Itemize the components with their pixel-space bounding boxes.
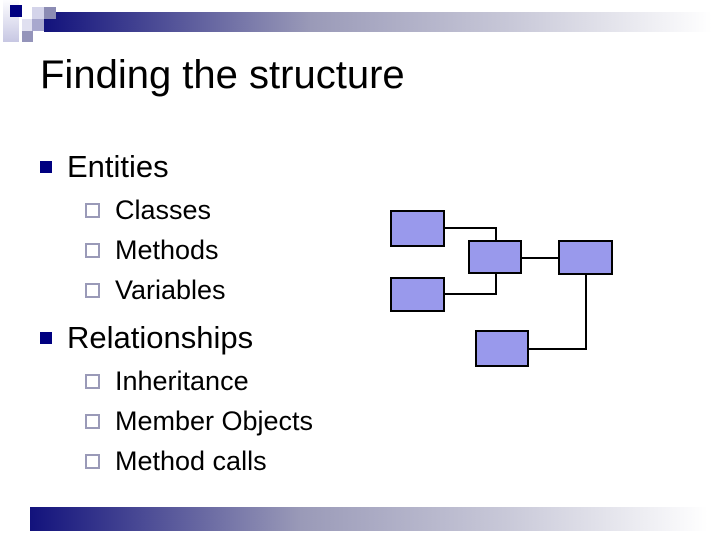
entity-box-lower-left — [390, 277, 445, 312]
bullet-square-outline-icon — [85, 202, 100, 218]
list-item-label: Relationships — [67, 320, 254, 355]
list-item-inheritance: Inheritance — [40, 361, 400, 401]
connector-line — [529, 348, 587, 350]
connector-line — [495, 227, 497, 241]
connector-line — [495, 274, 497, 295]
entity-box-bottom — [475, 330, 529, 367]
pixel-square-light-icon — [32, 7, 44, 19]
entity-box-top-left — [390, 210, 445, 247]
pixel-square-lavender-icon — [32, 19, 44, 31]
list-item-entities: Entities — [40, 144, 400, 190]
bullet-square-outline-icon — [85, 413, 100, 429]
list-item-variables: Variables — [40, 270, 400, 310]
bullet-square-outline-icon — [85, 453, 100, 469]
bullet-square-outline-icon — [85, 373, 100, 389]
list-item-label: Variables — [115, 274, 226, 305]
pixel-square-gray-icon — [22, 31, 33, 42]
structure-diagram — [385, 205, 635, 380]
bullet-square-icon — [40, 161, 52, 173]
bullet-square-icon — [40, 332, 52, 344]
pixel-square-navy-icon — [10, 5, 22, 17]
list-item-label: Member Objects — [115, 405, 314, 436]
list-item-label: Classes — [115, 194, 212, 225]
footer-gradient-bar — [30, 507, 708, 531]
bullet-square-outline-icon — [85, 242, 100, 258]
bullet-square-outline-icon — [85, 282, 100, 298]
page-title: Finding the structure — [40, 53, 405, 97]
entity-box-right — [558, 240, 613, 275]
connector-line — [445, 293, 497, 295]
connector-line — [522, 257, 558, 259]
list-item-label: Methods — [115, 234, 219, 265]
header-gradient-bar — [44, 12, 712, 32]
connector-line — [585, 275, 587, 350]
pixel-square-medium-icon — [44, 7, 56, 19]
list-item-relationships: Relationships — [40, 315, 400, 361]
list-item-methods: Methods — [40, 230, 400, 270]
list-item-classes: Classes — [40, 190, 400, 230]
pixel-square-pale-icon — [22, 19, 32, 31]
connector-line — [445, 227, 497, 229]
entity-box-center — [468, 240, 522, 274]
list-item-label: Entities — [67, 149, 169, 184]
list-item-member-objects: Member Objects — [40, 401, 400, 441]
list-item-method-calls: Method calls — [40, 441, 400, 481]
list-item-label: Method calls — [115, 445, 267, 476]
list-item-label: Inheritance — [115, 365, 249, 396]
outline-list: Entities Classes Methods Variables Relat… — [40, 144, 400, 481]
